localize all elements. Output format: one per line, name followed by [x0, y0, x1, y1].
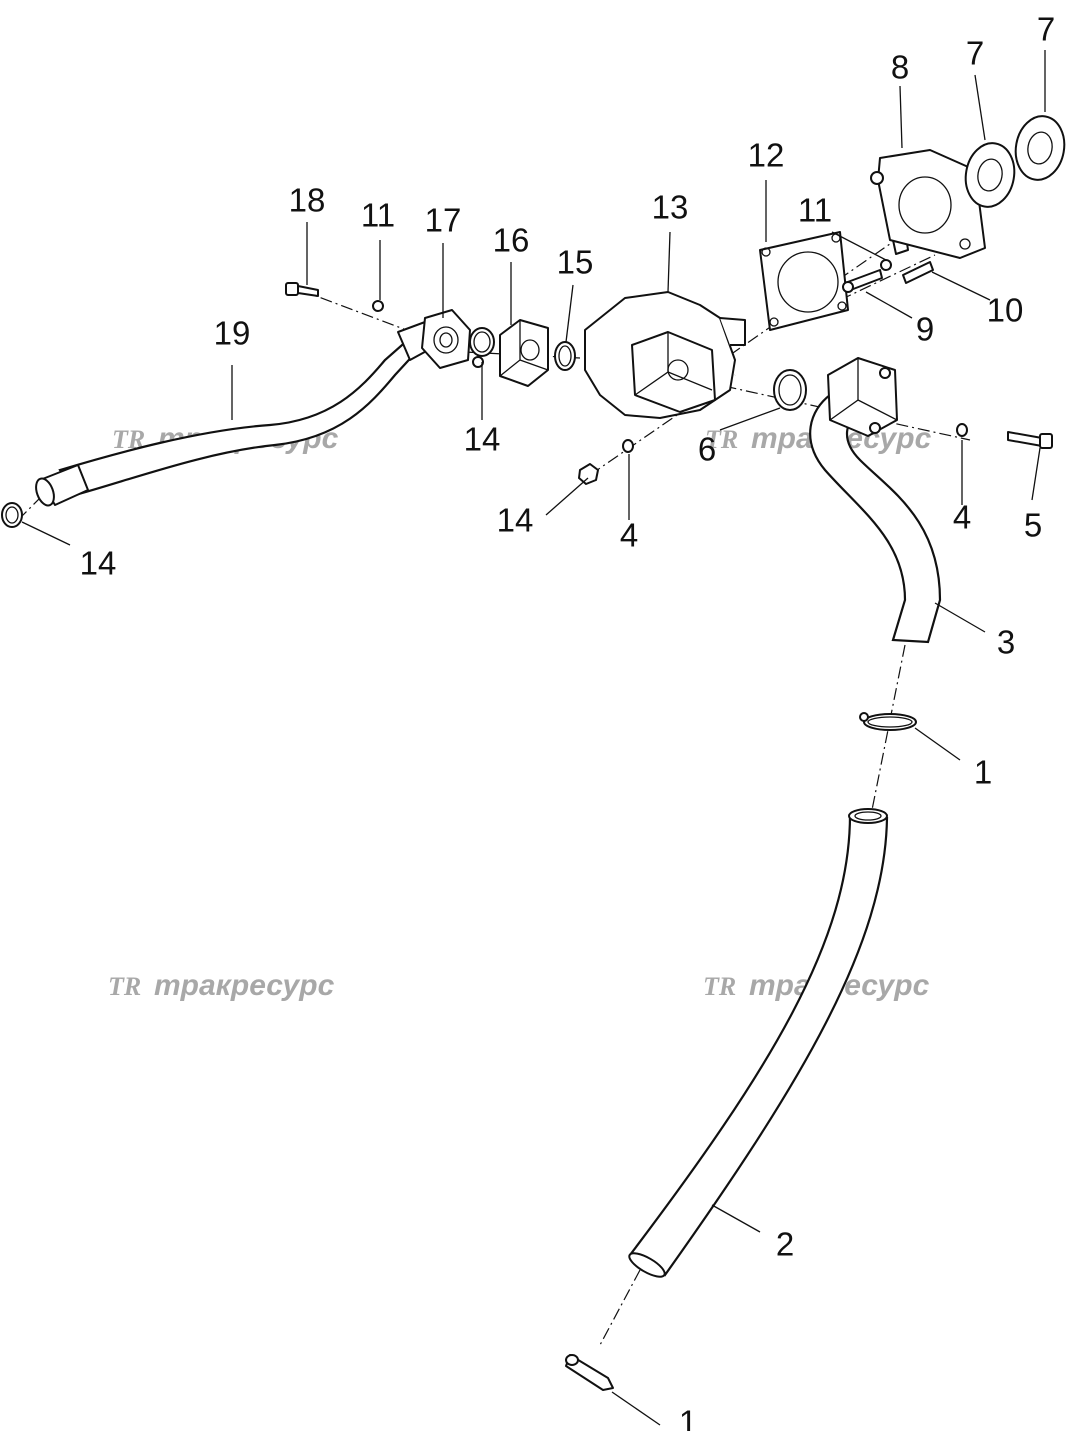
callout-8: 8: [891, 49, 909, 86]
svg-text:TR: TR: [108, 972, 141, 1001]
callout-1-lower: 1: [679, 1404, 697, 1431]
hose-clamp-1-lower: [565, 1354, 614, 1391]
callout-10: 10: [987, 292, 1024, 329]
bolt-18: [285, 282, 319, 297]
flange-17: [421, 309, 471, 369]
callout-3: 3: [997, 624, 1015, 661]
callout-numbers: 1 1 2 3 4 4 5 6 7 7 8 9 10 11 11 12 13 1…: [80, 11, 1056, 1431]
washer-11-left: [372, 300, 384, 312]
stud-10: [902, 261, 934, 284]
callout-17: 17: [425, 202, 462, 239]
callout-14-hose-end: 14: [80, 545, 117, 582]
callout-13: 13: [652, 189, 689, 226]
washer-4-left: [622, 439, 634, 453]
elbow-tube-3: [809, 357, 942, 644]
watermark-middle-left: TR тракресурс: [108, 969, 335, 1002]
callout-12: 12: [748, 137, 785, 174]
svg-text:тракресурс: тракресурс: [154, 969, 335, 1002]
gasket-7-left: [964, 142, 1016, 208]
svg-text:TR: TR: [703, 972, 736, 1001]
callout-7-right: 7: [1037, 11, 1055, 48]
nut-14-b: [578, 463, 599, 485]
callout-2: 2: [776, 1226, 794, 1263]
gasket-12: [759, 231, 849, 331]
washer-11-right: [880, 259, 892, 271]
callout-11-right: 11: [798, 192, 832, 229]
bolt-5: [1007, 431, 1053, 449]
adapter-plate-8: [870, 149, 986, 259]
hose-clamp-1-upper: [859, 712, 917, 731]
callout-11-left: 11: [361, 197, 395, 234]
o-ring-6-inner: [778, 374, 802, 406]
callout-19: 19: [214, 315, 251, 352]
callout-6: 6: [698, 431, 716, 468]
o-ring-14-a-inner: [473, 331, 491, 353]
callout-18: 18: [289, 182, 326, 219]
leader-lines: [21, 50, 1046, 1426]
washer-4-right: [956, 423, 968, 437]
gasket-7-right: [1014, 115, 1066, 181]
callout-14-lower: 14: [497, 502, 534, 539]
pin-14-a: [472, 356, 484, 368]
callout-1-upper: 1: [974, 754, 992, 791]
callout-9: 9: [916, 311, 934, 348]
callout-4-left: 4: [620, 517, 638, 554]
o-ring-15-inner: [558, 345, 572, 367]
gear-pump-13: [584, 291, 746, 419]
callout-5: 5: [1024, 507, 1042, 544]
callout-15: 15: [557, 244, 594, 281]
callout-14-upper: 14: [464, 421, 501, 458]
hose-2: [628, 808, 889, 1278]
callout-4-right: 4: [953, 499, 971, 536]
flange-block-16: [499, 319, 549, 387]
callout-16: 16: [493, 222, 530, 259]
callout-7-left: 7: [966, 35, 984, 72]
bolt-9: [842, 269, 883, 293]
